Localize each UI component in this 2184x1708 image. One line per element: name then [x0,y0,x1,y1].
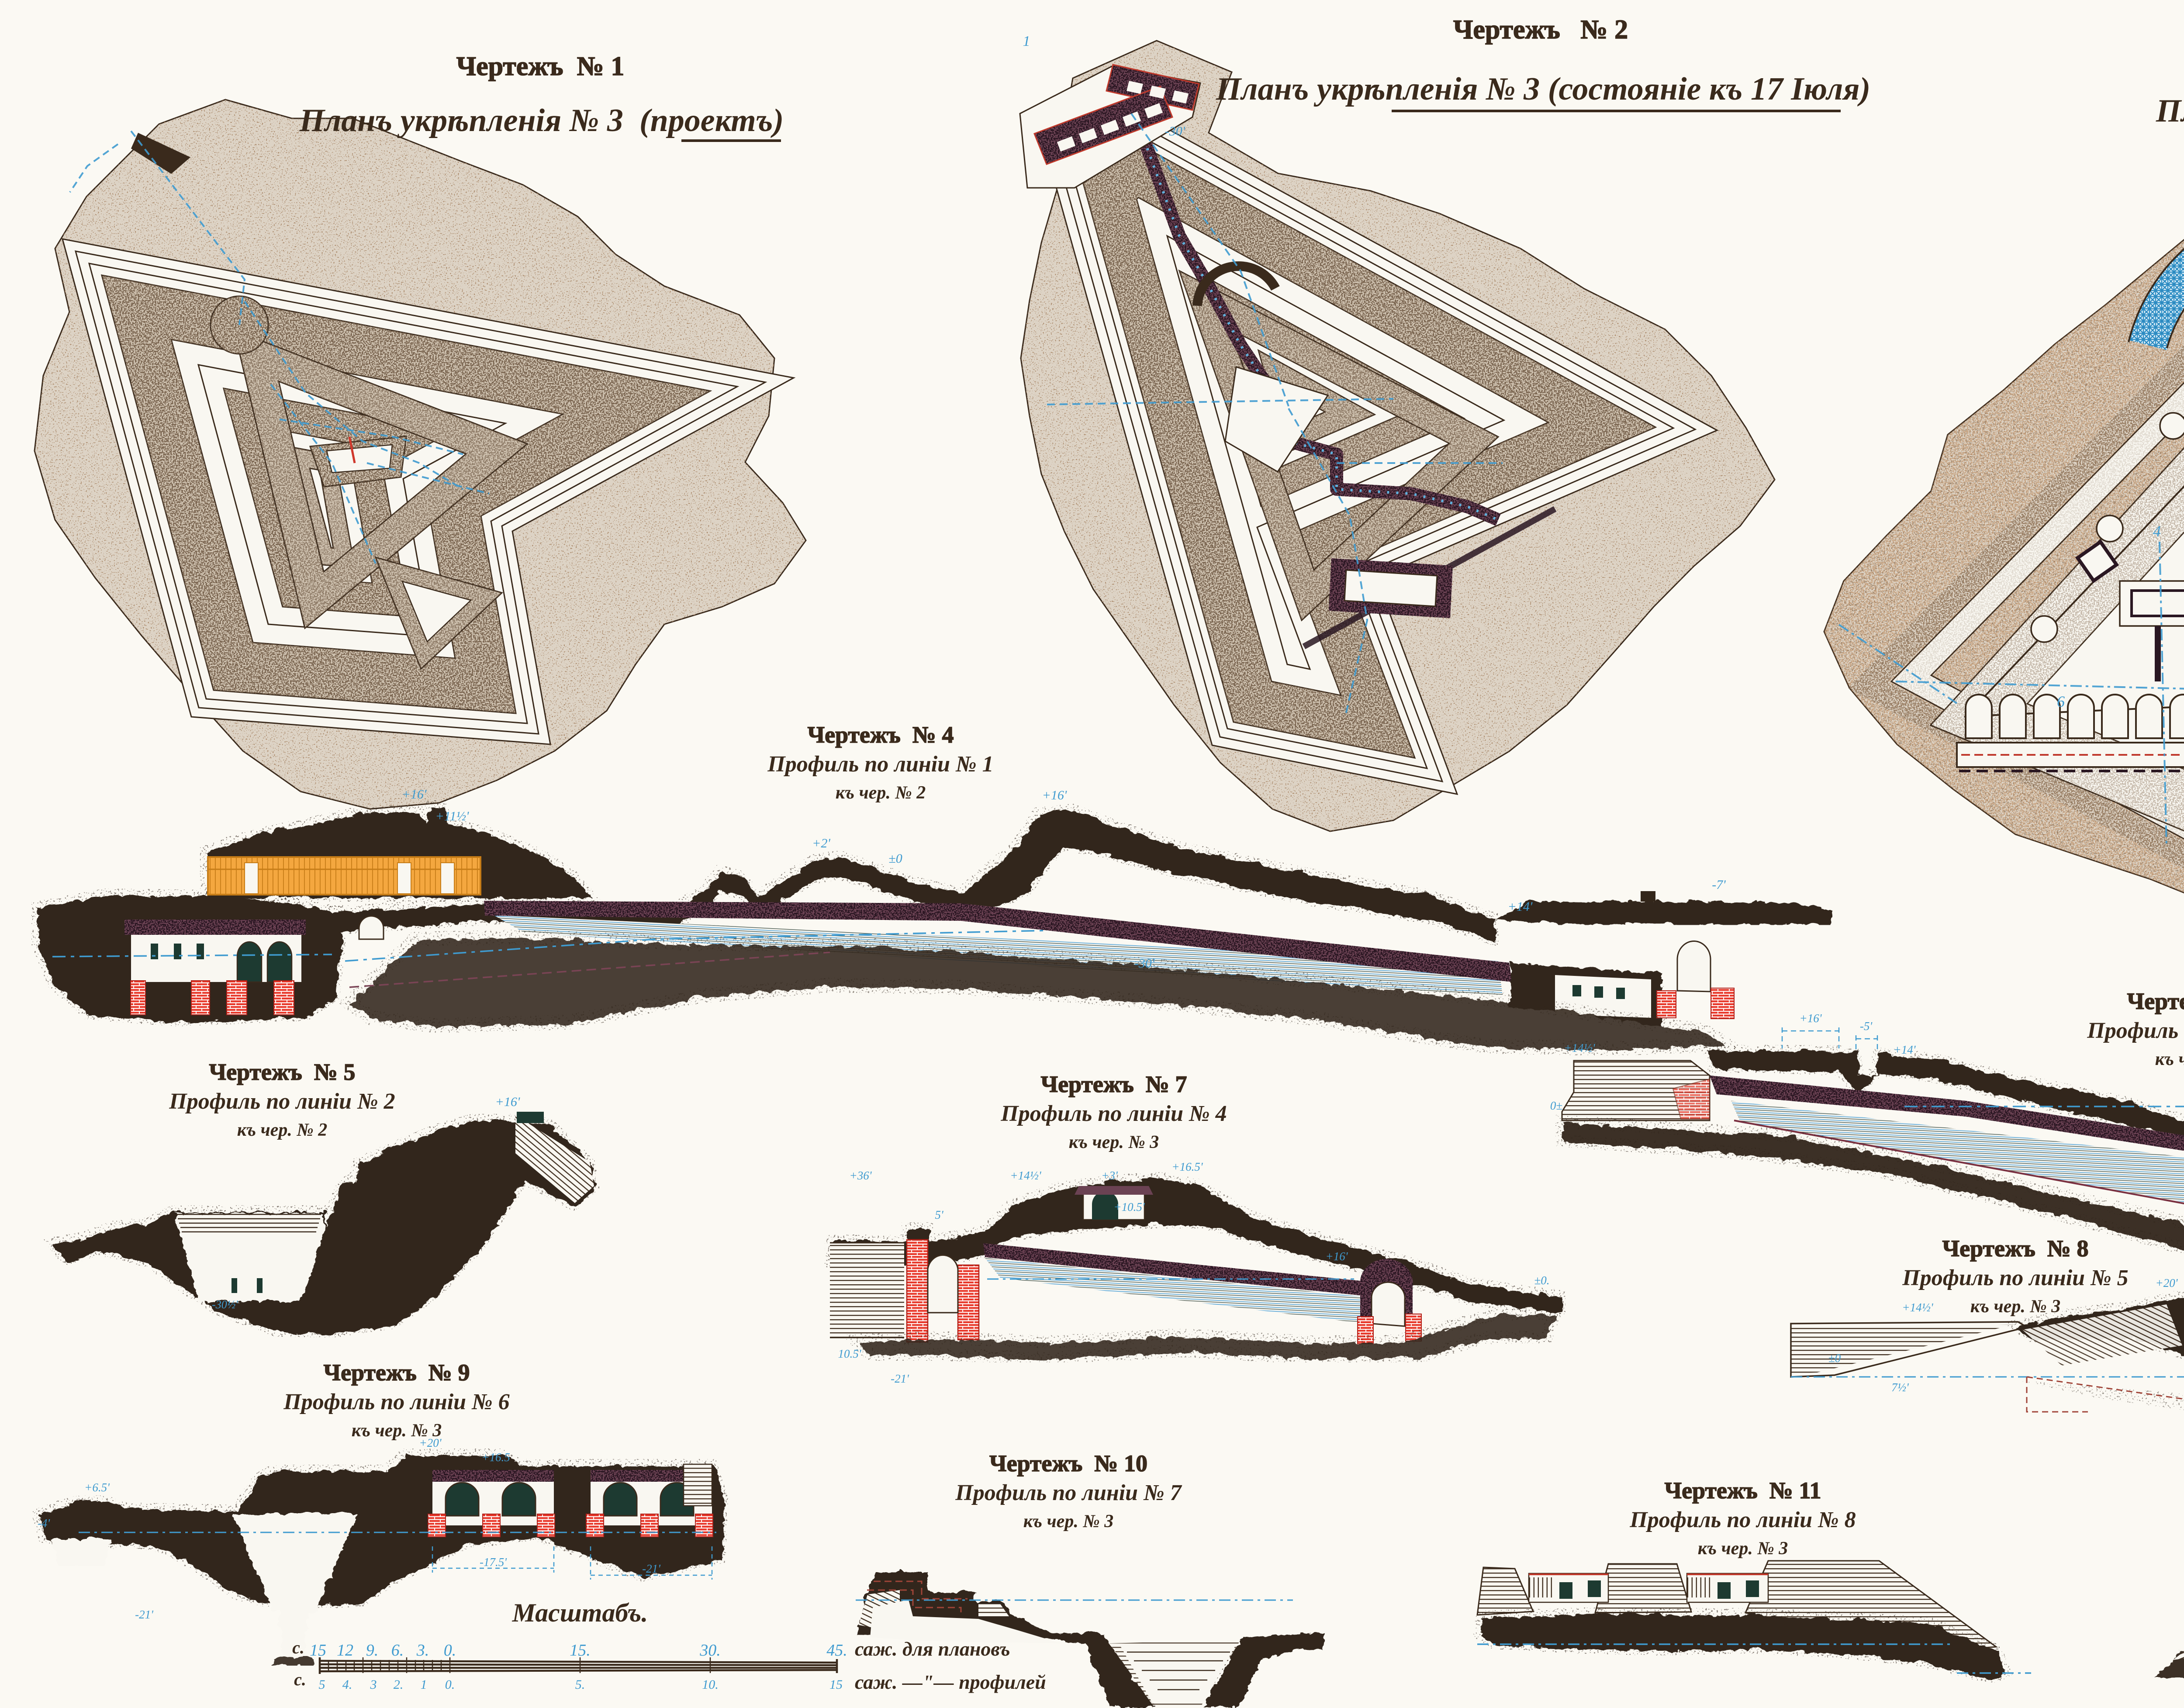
svg-text:+16': +16' [1042,788,1067,802]
svg-text:Чертежъ № 7: Чертежъ № 7 [1040,1071,1187,1097]
svg-text:+14½': +14½' [1010,1169,1041,1182]
svg-text:-21': -21' [135,1608,154,1621]
svg-text:±0.: ±0. [1534,1274,1549,1287]
svg-text:Планъ укрѣпленія № 3 (состояні: Планъ укрѣпленія № 3 (состояніе къ 17 Ію… [1216,71,1870,107]
svg-text:саж. для плановъ: саж. для плановъ [855,1638,1010,1660]
svg-text:Чертежъ № 8: Чертежъ № 8 [1942,1235,2088,1262]
svg-text:+3': +3' [1101,1169,1118,1182]
svg-text:+2': +2' [812,836,830,851]
svg-text:45.: 45. [826,1641,847,1660]
svg-text:Профиль по линіи № 5: Профиль по линіи № 5 [1902,1265,2128,1290]
svg-text:Профиль по линіи № 6: Профиль по линіи № 6 [283,1390,509,1414]
svg-text:+20': +20' [419,1436,442,1449]
svg-text:4: 4 [2153,522,2161,540]
svg-text:+10.5': +10.5' [1113,1200,1145,1214]
svg-text:къ чер. № 3: къ чер. № 3 [1023,1511,1114,1532]
svg-text:Чертежъ № 2: Чертежъ № 2 [1453,15,1628,45]
svg-text:Чертежъ № 5: Чертежъ № 5 [209,1059,355,1085]
svg-text:къ чер. № 3: къ чер. № 3 [1069,1132,1159,1152]
svg-text:Профиль по линіи № 4: Профиль по линіи № 4 [1000,1101,1227,1126]
svg-text:5: 5 [319,1677,325,1692]
svg-text:Чертежъ № 6: Чертежъ № 6 [2127,988,2184,1014]
svg-text:0.: 0. [445,1677,455,1692]
svg-text:15.: 15. [570,1641,591,1660]
svg-text:с.: с. [292,1638,304,1657]
svg-text:15: 15 [310,1641,326,1660]
svg-text:10.: 10. [702,1677,719,1692]
svg-text:3.: 3. [416,1641,429,1660]
svg-text:-30': -30' [1165,124,1185,138]
svg-text:-5': -5' [1860,1020,1873,1033]
svg-text:10.5': 10.5' [838,1347,861,1360]
svg-text:саж. —"— профилей: саж. —"— профилей [855,1671,1046,1693]
svg-text:5.: 5. [575,1677,585,1692]
svg-text:къ чер. № 3: къ чер. № 3 [1698,1539,1788,1559]
svg-text:Профиль по линіи № 8: Профиль по линіи № 8 [1629,1507,1856,1532]
svg-text:+14½': +14½' [1902,1301,1933,1314]
svg-text:-21': -21' [642,1562,661,1575]
svg-text:-30': -30' [1134,956,1155,971]
svg-text:9.: 9. [366,1641,379,1660]
svg-text:къ чер. № 3: къ чер. № 3 [1970,1297,2061,1317]
svg-text:6.: 6. [391,1641,404,1660]
svg-text:-4': -4' [38,1517,50,1530]
svg-text:+20': +20' [2156,1276,2178,1290]
svg-text:къ чер. № 2: къ чер. № 2 [836,783,926,803]
svg-text:Планъ укрѣпленія № 4: Планъ укрѣпленія № 4 [2156,93,2184,129]
svg-text:±0: ±0 [888,851,902,866]
svg-text:30.: 30. [699,1641,721,1660]
svg-text:Чертежъ № 1: Чертежъ № 1 [456,52,625,81]
svg-text:2.: 2. [394,1677,404,1692]
svg-text:15: 15 [829,1677,843,1692]
svg-text:+16.5: +16.5 [481,1451,510,1464]
svg-text:0±: 0± [1550,1099,1562,1112]
svg-text:+16': +16' [1800,1012,1822,1025]
svg-text:Чертежъ № 11: Чертежъ № 11 [1664,1477,1821,1504]
svg-text:-21': -21' [891,1372,909,1385]
svg-text:къ чер. № 3: къ чер. № 3 [2155,1049,2184,1069]
svg-text:Планъ укрѣпленія № 3 (проектъ: Планъ укрѣпленія № 3 (проектъ) [299,103,784,138]
svg-text:3: 3 [370,1677,377,1692]
svg-text:-17.5': -17.5' [480,1556,507,1569]
svg-text:+16': +16' [1326,1250,1348,1263]
svg-text:0.: 0. [444,1641,456,1660]
svg-text:±0: ±0 [1828,1352,1841,1365]
svg-text:+14': +14' [1508,899,1533,914]
svg-text:+14½': +14½' [1564,1041,1595,1055]
svg-text:Чертежъ № 4: Чертежъ № 4 [807,722,954,748]
svg-text:4.: 4. [342,1677,352,1692]
svg-text:1: 1 [1023,33,1030,49]
svg-text:Масштабъ.: Масштабъ. [512,1598,648,1627]
svg-text:+16': +16' [495,1095,520,1109]
svg-text:+16.5': +16.5' [1171,1160,1203,1173]
svg-text:Чертежъ № 10: Чертежъ № 10 [989,1450,1147,1476]
svg-text:7½': 7½' [1891,1381,1909,1394]
svg-text:+14': +14' [1894,1043,1916,1056]
svg-text:1: 1 [421,1677,427,1692]
svg-text:Чертежъ № 9: Чертежъ № 9 [323,1359,470,1386]
svg-text:+6.5': +6.5' [84,1481,110,1494]
svg-text:12: 12 [337,1641,353,1660]
svg-text:къ чер. № 2: къ чер. № 2 [237,1120,328,1140]
svg-text:-7': -7' [1712,878,1726,892]
svg-text:6: 6 [2057,693,2065,710]
svg-text:Профиль по линіи № 2: Профиль по линіи № 2 [169,1089,395,1114]
svg-text:с.: с. [294,1670,306,1689]
svg-text:+16': +16' [402,787,427,802]
svg-text:Профиль по линіи № 3: Профиль по линіи № 3 [2087,1018,2184,1043]
svg-text:5': 5' [935,1208,944,1221]
svg-text:Профиль по линіи № 7: Профиль по линіи № 7 [955,1480,1182,1505]
svg-text:къ чер. № 3: къ чер. № 3 [352,1421,442,1441]
svg-text:+11½': +11½' [435,809,470,823]
svg-text:Профиль по линіи № 1: Профиль по линіи № 1 [767,752,993,777]
svg-text:-30½': -30½' [212,1298,238,1311]
svg-text:+36': +36' [850,1169,872,1182]
